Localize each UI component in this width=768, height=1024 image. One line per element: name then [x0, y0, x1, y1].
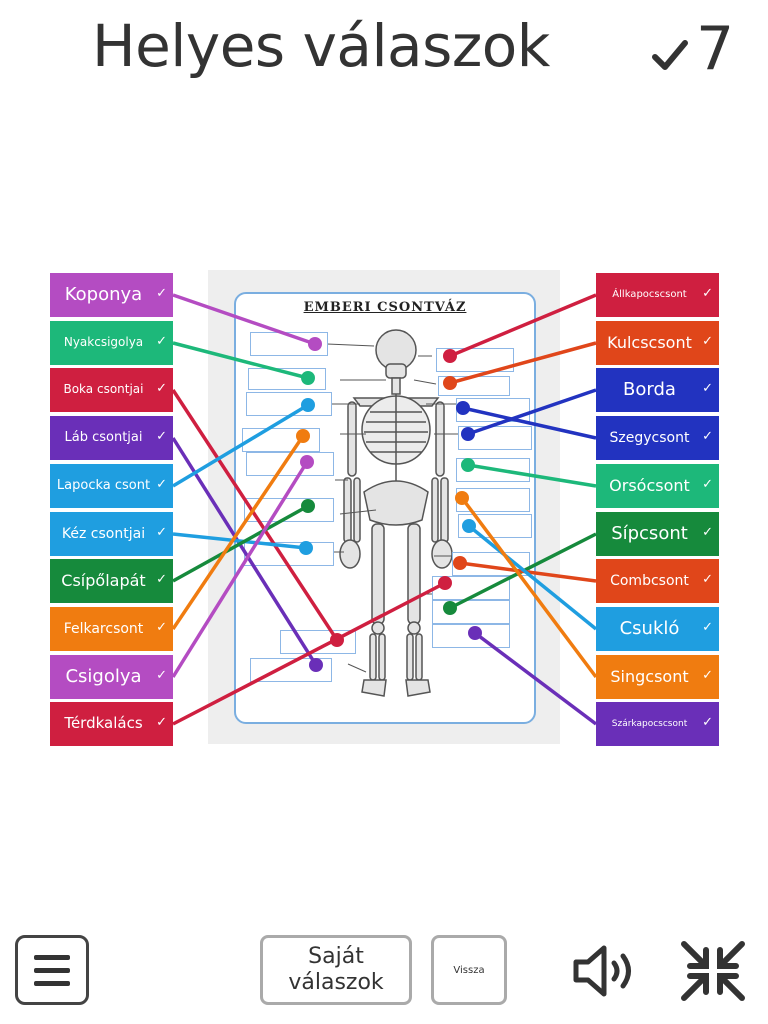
checkmark-icon: ✓ — [156, 668, 167, 683]
checkmark-icon: ✓ — [156, 477, 167, 492]
label-text: Szegycsont — [609, 429, 690, 446]
checkmark-icon: ✓ — [702, 286, 713, 301]
checkmark-icon: ✓ — [156, 715, 167, 730]
label-tile-right[interactable]: Singcsont ✓ — [596, 655, 719, 699]
answer-blank — [246, 452, 334, 476]
label-tile-right[interactable]: Kulcscsont ✓ — [596, 321, 719, 365]
checkmark-icon: ✓ — [702, 525, 713, 540]
label-tile-right[interactable]: Sípcsont ✓ — [596, 512, 719, 556]
label-tile-left[interactable]: Nyakcsigolya ✓ — [50, 321, 173, 365]
answer-blank — [456, 458, 530, 482]
answer-blank — [248, 368, 326, 390]
checkmark-icon: ✓ — [702, 334, 713, 349]
label-text: Csípőlapát — [61, 570, 146, 590]
speaker-icon[interactable] — [570, 938, 640, 1004]
label-text: Orsócsont — [609, 475, 690, 495]
label-tile-right[interactable]: Csukló ✓ — [596, 607, 719, 651]
label-text: Csukló — [619, 617, 680, 639]
label-tile-right[interactable]: Borda ✓ — [596, 368, 719, 412]
checkmark-icon: ✓ — [702, 381, 713, 396]
back-button[interactable]: Vissza — [431, 935, 507, 1005]
label-text: Csigolya — [65, 665, 142, 687]
label-text: Állkapocscsont — [612, 289, 687, 301]
checkmark-icon: ✓ — [702, 477, 713, 492]
checkmark-icon: ✓ — [156, 286, 167, 301]
answer-blank — [458, 514, 532, 538]
label-text: Boka csontjai — [63, 382, 144, 397]
footer-toolbar: Saját válaszok Vissza — [0, 920, 768, 1024]
page-title: Helyes válaszok — [92, 12, 550, 80]
exit-fullscreen-icon[interactable] — [678, 938, 748, 1004]
label-text: Sípcsont — [611, 522, 688, 544]
label-tile-right[interactable]: Állkapocscsont ✓ — [596, 273, 719, 317]
label-tile-right[interactable]: Szárkapocscsont ✓ — [596, 702, 719, 746]
answer-blank — [242, 428, 320, 452]
worksheet-frame: EMBERI CSONTVÁZ — [234, 292, 536, 724]
worksheet-title: EMBERI CSONTVÁZ — [303, 300, 467, 315]
score-value: 7 — [696, 14, 735, 84]
label-tile-left[interactable]: Boka csontjai ✓ — [50, 368, 173, 412]
label-text: Felkarcsont — [63, 620, 144, 637]
answer-blank — [250, 658, 332, 682]
score-display: 7 — [650, 14, 734, 84]
answer-blank — [432, 576, 510, 600]
checkmark-icon: ✓ — [702, 715, 713, 730]
header-bar: Helyes válaszok 7 — [0, 0, 768, 100]
label-tile-right[interactable]: Orsócsont ✓ — [596, 464, 719, 508]
checkmark-icon: ✓ — [156, 429, 167, 444]
label-tile-left[interactable]: Lapocka csont ✓ — [50, 464, 173, 508]
answer-blank — [432, 624, 510, 648]
checkmark-icon: ✓ — [156, 620, 167, 635]
label-text: Borda — [623, 378, 676, 400]
answer-blank — [456, 488, 530, 512]
checkmark-icon: ✓ — [702, 572, 713, 587]
answer-blank — [246, 392, 332, 416]
label-text: Láb csontjai — [64, 429, 143, 445]
label-text: Nyakcsigolya — [63, 335, 144, 350]
checkmark-icon: ✓ — [702, 620, 713, 635]
checkmark-icon: ✓ — [156, 572, 167, 587]
label-text: Kéz csontjai — [61, 525, 146, 542]
label-tile-left[interactable]: Csigolya ✓ — [50, 655, 173, 699]
checkmark-icon: ✓ — [156, 381, 167, 396]
answer-blank — [436, 348, 514, 372]
label-text: Lapocka csont — [56, 477, 151, 493]
checkmark-icon: ✓ — [702, 668, 713, 683]
label-text: Térdkalács — [64, 714, 143, 733]
label-text: Kulcscsont — [607, 332, 692, 352]
label-tile-left[interactable]: Koponya ✓ — [50, 273, 173, 317]
label-text: Singcsont — [610, 666, 689, 686]
checkmark-icon: ✓ — [156, 334, 167, 349]
label-tile-left[interactable]: Térdkalács ✓ — [50, 702, 173, 746]
answer-blank — [280, 630, 356, 654]
label-tile-right[interactable]: Combcsont ✓ — [596, 559, 719, 603]
checkmark-icon: ✓ — [156, 525, 167, 540]
answer-blank — [438, 376, 510, 396]
label-tile-left[interactable]: Csípőlapát ✓ — [50, 559, 173, 603]
answer-blank — [244, 498, 334, 522]
answer-blank — [250, 332, 328, 356]
checkmark-icon: ✓ — [702, 429, 713, 444]
answer-blank — [432, 600, 510, 624]
label-tile-left[interactable]: Felkarcsont ✓ — [50, 607, 173, 651]
checkmark-icon — [652, 40, 688, 70]
answer-blank — [244, 542, 334, 566]
answer-blank — [456, 398, 530, 422]
label-text: Szárkapocscsont — [611, 718, 688, 729]
label-text: Combcsont — [610, 572, 689, 589]
own-answers-button[interactable]: Saját válaszok — [260, 935, 412, 1005]
label-text: Koponya — [64, 283, 143, 305]
answer-blank — [458, 426, 532, 450]
label-tile-left[interactable]: Láb csontjai ✓ — [50, 416, 173, 460]
menu-button[interactable] — [15, 935, 89, 1005]
answer-blank — [452, 552, 530, 576]
skeleton-worksheet: EMBERI CSONTVÁZ — [208, 270, 560, 744]
label-tile-left[interactable]: Kéz csontjai ✓ — [50, 512, 173, 556]
label-tile-right[interactable]: Szegycsont ✓ — [596, 416, 719, 460]
